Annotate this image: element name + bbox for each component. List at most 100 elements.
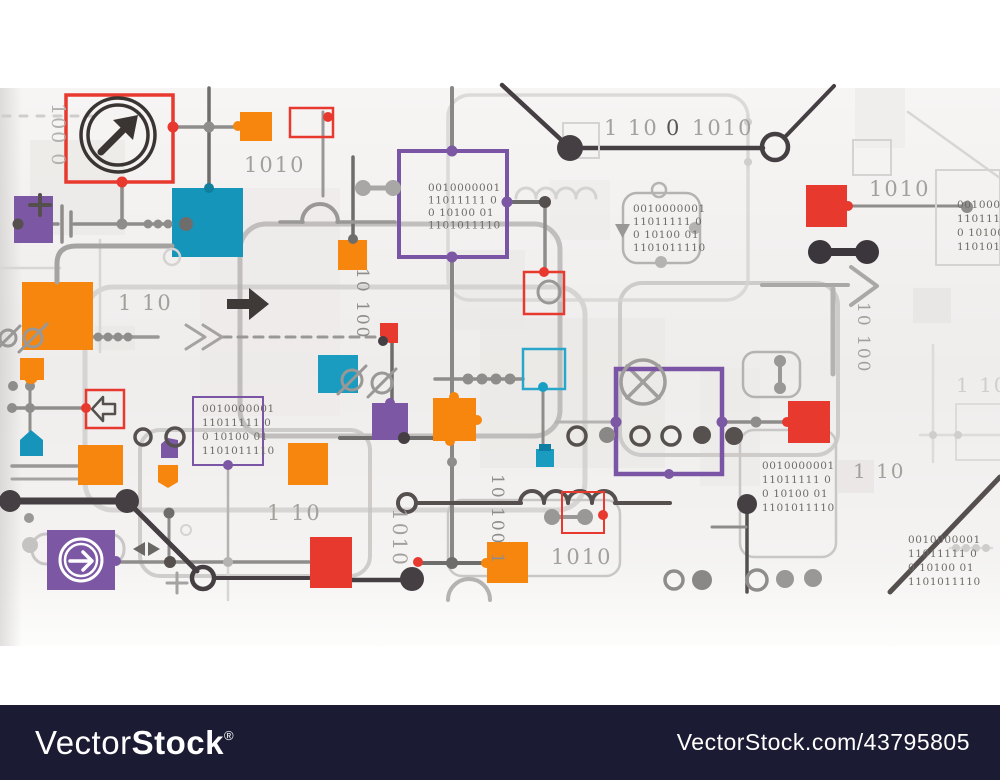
digit-label-vertical: 10 100 bbox=[352, 268, 372, 339]
triangle-down-icon bbox=[615, 224, 630, 238]
orange-square bbox=[240, 112, 272, 141]
dot bbox=[982, 544, 990, 552]
digit-label: 1 10 bbox=[118, 291, 173, 315]
dome-symbol bbox=[300, 202, 340, 224]
teal-square bbox=[318, 355, 358, 393]
background-tints bbox=[30, 88, 951, 493]
dot bbox=[808, 240, 832, 264]
circle-outlines bbox=[0, 96, 791, 592]
dot bbox=[693, 426, 711, 444]
dot bbox=[539, 267, 549, 277]
ring bbox=[536, 279, 562, 305]
ring bbox=[660, 425, 682, 447]
binary-text: 11011111 0 bbox=[908, 548, 977, 560]
triangle-left-icon bbox=[133, 542, 145, 556]
triangle-right-icon bbox=[148, 542, 160, 556]
dot bbox=[655, 256, 667, 268]
ring bbox=[79, 96, 157, 174]
dot bbox=[843, 201, 853, 211]
dot bbox=[8, 381, 18, 391]
dot bbox=[115, 489, 139, 513]
dot bbox=[774, 355, 786, 367]
dot bbox=[323, 112, 333, 122]
dot bbox=[972, 544, 980, 552]
ring bbox=[0, 328, 18, 348]
dot bbox=[750, 416, 762, 428]
dot bbox=[725, 427, 743, 445]
digit-label-vertical: 10 100 1 bbox=[487, 474, 507, 566]
dot bbox=[501, 196, 513, 208]
ring bbox=[63, 542, 99, 578]
corner-trace bbox=[54, 243, 175, 285]
dot bbox=[93, 332, 103, 342]
trace-outline bbox=[446, 498, 622, 578]
dot bbox=[103, 332, 113, 342]
red-square bbox=[806, 185, 847, 227]
inductor-coil bbox=[518, 489, 618, 505]
dot bbox=[476, 373, 488, 385]
binary-text: 1101011110 bbox=[908, 576, 981, 588]
dot bbox=[539, 196, 551, 208]
dot bbox=[689, 222, 701, 234]
registered-mark: ® bbox=[223, 727, 235, 743]
dot bbox=[223, 557, 233, 567]
vectorstock-logo: VectorStock® bbox=[35, 724, 234, 762]
dot bbox=[855, 240, 879, 264]
binary-text: 11011111 0 bbox=[957, 213, 1000, 225]
digit-label: 1010 bbox=[551, 545, 612, 569]
ring bbox=[650, 181, 668, 199]
binary-text: 0010000001 bbox=[633, 203, 706, 215]
tint-block bbox=[455, 250, 525, 330]
arrow-right-white-icon bbox=[81, 550, 94, 572]
circuit-line bbox=[124, 498, 200, 574]
slash-icon bbox=[366, 367, 398, 399]
dot bbox=[24, 370, 38, 384]
digit-label: 1 10 bbox=[956, 373, 1000, 397]
chevron-right-icon bbox=[201, 323, 224, 351]
faint-frame bbox=[935, 169, 1000, 266]
dot bbox=[113, 332, 123, 342]
tint-block bbox=[855, 88, 905, 148]
ring bbox=[86, 103, 150, 167]
digit-label: 1010 bbox=[869, 177, 930, 201]
dot bbox=[445, 436, 455, 446]
trace-outline bbox=[446, 93, 750, 302]
dot bbox=[782, 417, 792, 427]
ring bbox=[663, 569, 685, 591]
dot bbox=[716, 416, 728, 428]
dot bbox=[12, 218, 24, 230]
dot bbox=[153, 219, 163, 229]
orange-square bbox=[288, 443, 328, 485]
dome-symbol bbox=[446, 577, 492, 602]
dot bbox=[490, 373, 502, 385]
dot bbox=[962, 544, 970, 552]
dot bbox=[954, 431, 962, 439]
watermark-url: VectorStock.com/43795805 bbox=[676, 729, 970, 755]
binary-text: 11011111 0 bbox=[633, 216, 702, 228]
dot bbox=[557, 135, 583, 161]
logo-text-bold: Stock bbox=[131, 723, 224, 761]
dot bbox=[692, 570, 712, 590]
dot bbox=[385, 180, 401, 196]
dot bbox=[804, 569, 822, 587]
dot bbox=[233, 121, 243, 131]
circuit-line bbox=[887, 474, 1000, 595]
dot bbox=[25, 403, 35, 413]
dot bbox=[378, 336, 388, 346]
dot bbox=[449, 392, 459, 402]
tint-block bbox=[913, 288, 951, 323]
ring bbox=[58, 537, 104, 583]
dot bbox=[167, 121, 179, 133]
orange-square bbox=[433, 398, 476, 441]
dot bbox=[116, 218, 128, 230]
dot bbox=[204, 183, 214, 193]
ring bbox=[629, 425, 651, 447]
binary-text: 1101011110 bbox=[202, 445, 275, 457]
faint-line bbox=[906, 110, 1000, 180]
dot bbox=[598, 510, 608, 520]
dot bbox=[143, 219, 153, 229]
ring bbox=[133, 427, 153, 447]
dot bbox=[952, 544, 960, 552]
logo-text-light: Vector bbox=[35, 723, 132, 761]
